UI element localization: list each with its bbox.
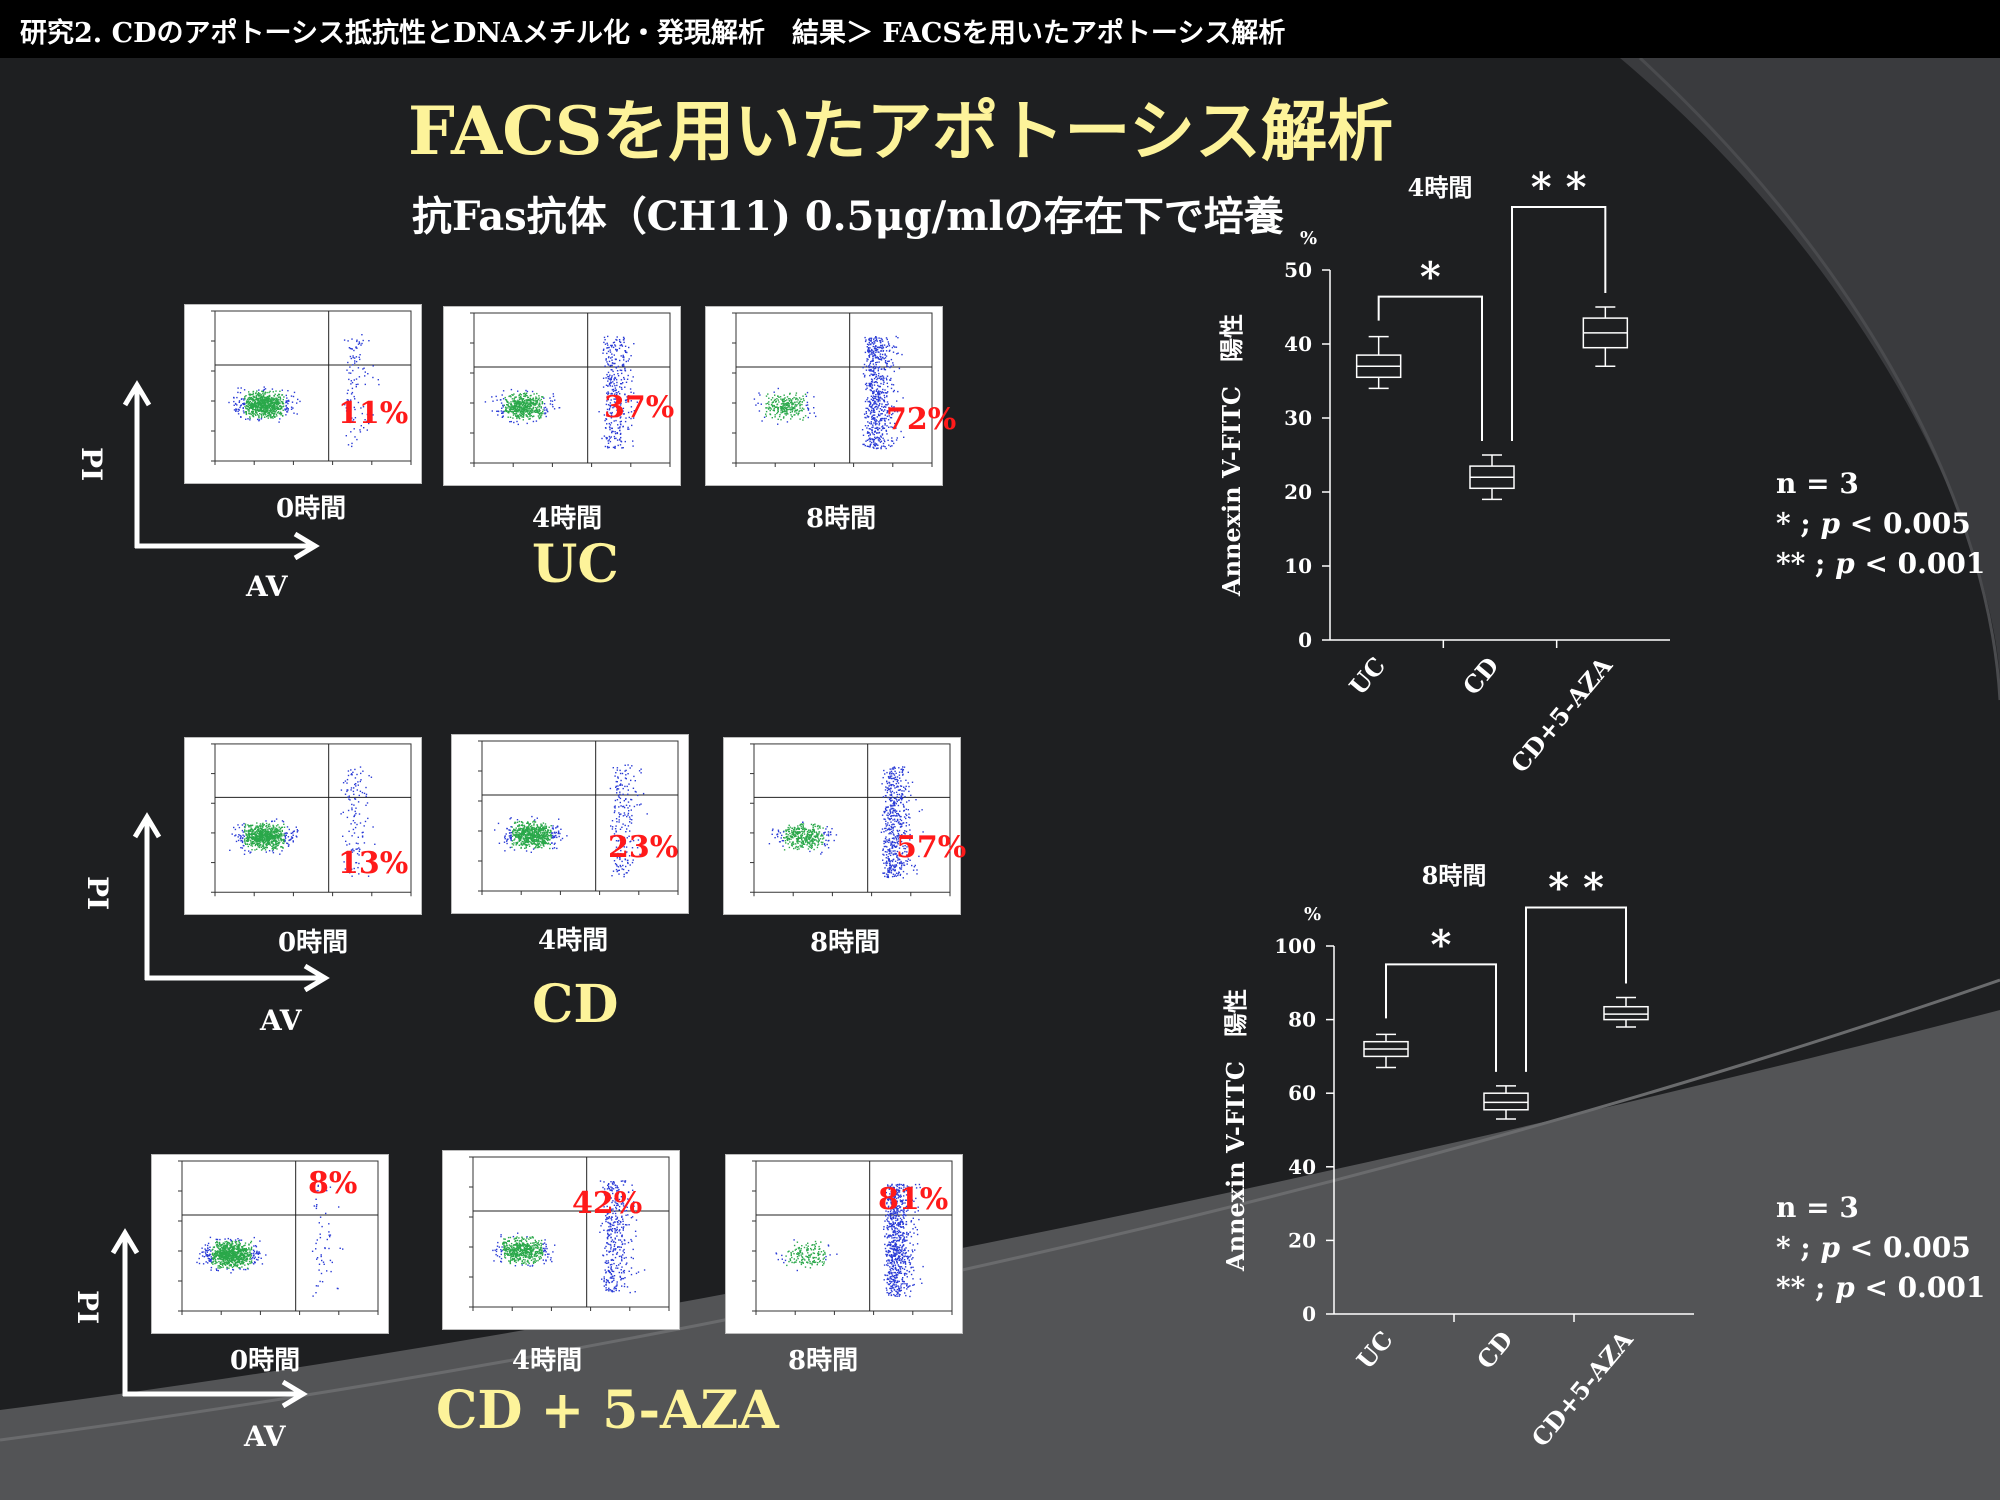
- av-label-aza: AV: [244, 1420, 286, 1453]
- facs-plot-0-0: [184, 304, 422, 484]
- group-label-uc: UC: [532, 534, 619, 595]
- page-subtitle: 抗Fas抗体（CH11) 0.5μg/mlの存在下で培養: [412, 193, 1284, 240]
- y-tick-label: 10: [1284, 554, 1312, 578]
- significance-label: *: [1420, 254, 1441, 301]
- time-label-2-1: 4時間: [512, 1346, 583, 1376]
- significance-bracket: [1377, 295, 1483, 441]
- facs-plot-2-0: [151, 1154, 389, 1334]
- y-tick-label: 60: [1288, 1081, 1316, 1105]
- box-CD: [1483, 1092, 1529, 1111]
- time-label-1-0: 0時間: [278, 928, 349, 958]
- x-tick-label: CD+5-AZA: [1505, 651, 1618, 778]
- stats-p1: * ; p < 0.005: [1776, 507, 1971, 540]
- x-tick-label: UC: [1343, 651, 1391, 700]
- y-unit-label: %: [1300, 228, 1317, 249]
- header-bar: 研究2. CDのアポトーシス抵抗性とDNAメチル化・発現解析 結果＞ FACSを…: [0, 0, 2000, 58]
- apoptosis-percent-2-2: 81%: [878, 1182, 949, 1217]
- time-label-0-1: 4時間: [532, 504, 603, 534]
- significance-bracket: [1511, 206, 1607, 441]
- facs-plot-1-2: [723, 737, 961, 915]
- time-label-1-1: 4時間: [538, 926, 609, 956]
- time-label-1-2: 8時間: [810, 928, 881, 958]
- significance-label: *: [1431, 921, 1452, 968]
- axis-arrows-uc: [122, 380, 320, 560]
- apoptosis-percent-1-2: 57%: [896, 830, 967, 865]
- apoptosis-percent-2-1: 42%: [572, 1186, 643, 1221]
- apoptosis-percent-1-1: 23%: [608, 830, 679, 865]
- facs-plot-0-1: [443, 306, 681, 486]
- y-tick-label: 40: [1284, 332, 1312, 356]
- chart-title: 4時間: [1408, 173, 1473, 202]
- stats-legend-4h: n = 3 * ; p < 0.005 ** ; p < 0.001: [1776, 464, 1985, 584]
- y-tick-label: 0: [1302, 1302, 1316, 1326]
- facs-plot-1-0: [184, 737, 422, 915]
- chart-title: 8時間: [1422, 861, 1487, 890]
- time-label-2-0: 0時間: [230, 1346, 301, 1376]
- significance-bracket: [1525, 906, 1627, 1072]
- axis-arrows-cd: [132, 812, 330, 992]
- y-tick-label: 40: [1288, 1155, 1316, 1179]
- x-tick-label: CD: [1457, 651, 1505, 700]
- time-label-2-2: 8時間: [788, 1346, 859, 1376]
- time-label-0-0: 0時間: [276, 494, 347, 524]
- stats-n: n = 3: [1776, 467, 1859, 500]
- y-unit-label: %: [1304, 904, 1321, 925]
- stats-p1: * ; p < 0.005: [1776, 1231, 1971, 1264]
- significance-label: * *: [1531, 164, 1587, 211]
- y-tick-label: 30: [1284, 406, 1312, 430]
- x-tick-label: CD+5-AZA: [1525, 1325, 1638, 1452]
- x-tick-label: CD: [1471, 1325, 1519, 1374]
- av-label-cd: AV: [260, 1004, 302, 1037]
- pi-label-cd: PI: [81, 876, 114, 911]
- stats-p2: ** ; p < 0.001: [1776, 547, 1986, 580]
- y-tick-label: 80: [1288, 1008, 1316, 1032]
- group-label-aza: CD + 5-AZA: [436, 1380, 779, 1441]
- pi-label-uc: PI: [75, 447, 108, 482]
- stats-p2: ** ; p < 0.001: [1776, 1271, 1986, 1304]
- x-tick-label: UC: [1351, 1325, 1399, 1374]
- page-title: FACSを用いたアポトーシス解析: [408, 92, 1394, 170]
- y-tick-label: 20: [1288, 1228, 1316, 1252]
- y-tick-label: 100: [1274, 934, 1316, 958]
- facs-plot-2-2: [725, 1154, 963, 1334]
- box-CD+5-AZA: [1603, 1005, 1649, 1021]
- stats-n: n = 3: [1776, 1191, 1859, 1224]
- group-label-cd: CD: [532, 974, 619, 1035]
- apoptosis-percent-0-1: 37%: [604, 390, 675, 425]
- facs-plot-0-2: [705, 306, 943, 486]
- av-label-uc: AV: [246, 570, 288, 603]
- stats-legend-8h: n = 3 * ; p < 0.005 ** ; p < 0.001: [1776, 1188, 1985, 1308]
- y-tick-label: 0: [1298, 628, 1312, 652]
- y-axis-label: Annexin V-FITC 陽性: [1217, 314, 1246, 597]
- apoptosis-percent-0-2: 72%: [886, 402, 957, 437]
- time-label-0-2: 8時間: [806, 504, 877, 534]
- apoptosis-percent-1-0: 13%: [338, 846, 409, 881]
- y-axis-label: Annexin V-FITC 陽性: [1221, 989, 1250, 1272]
- apoptosis-percent-0-0: 11%: [338, 396, 409, 431]
- y-tick-label: 50: [1284, 258, 1312, 282]
- apoptosis-percent-2-0: 8%: [308, 1166, 358, 1201]
- breadcrumb: 研究2. CDのアポトーシス抵抗性とDNAメチル化・発現解析 結果＞ FACSを…: [20, 18, 1286, 49]
- axis-arrows-aza: [110, 1228, 308, 1408]
- facs-plot-2-1: [442, 1150, 680, 1330]
- pi-label-aza: PI: [71, 1290, 104, 1325]
- significance-label: * *: [1548, 865, 1604, 912]
- significance-bracket: [1385, 963, 1497, 1072]
- facs-plot-1-1: [451, 734, 689, 914]
- y-tick-label: 20: [1284, 480, 1312, 504]
